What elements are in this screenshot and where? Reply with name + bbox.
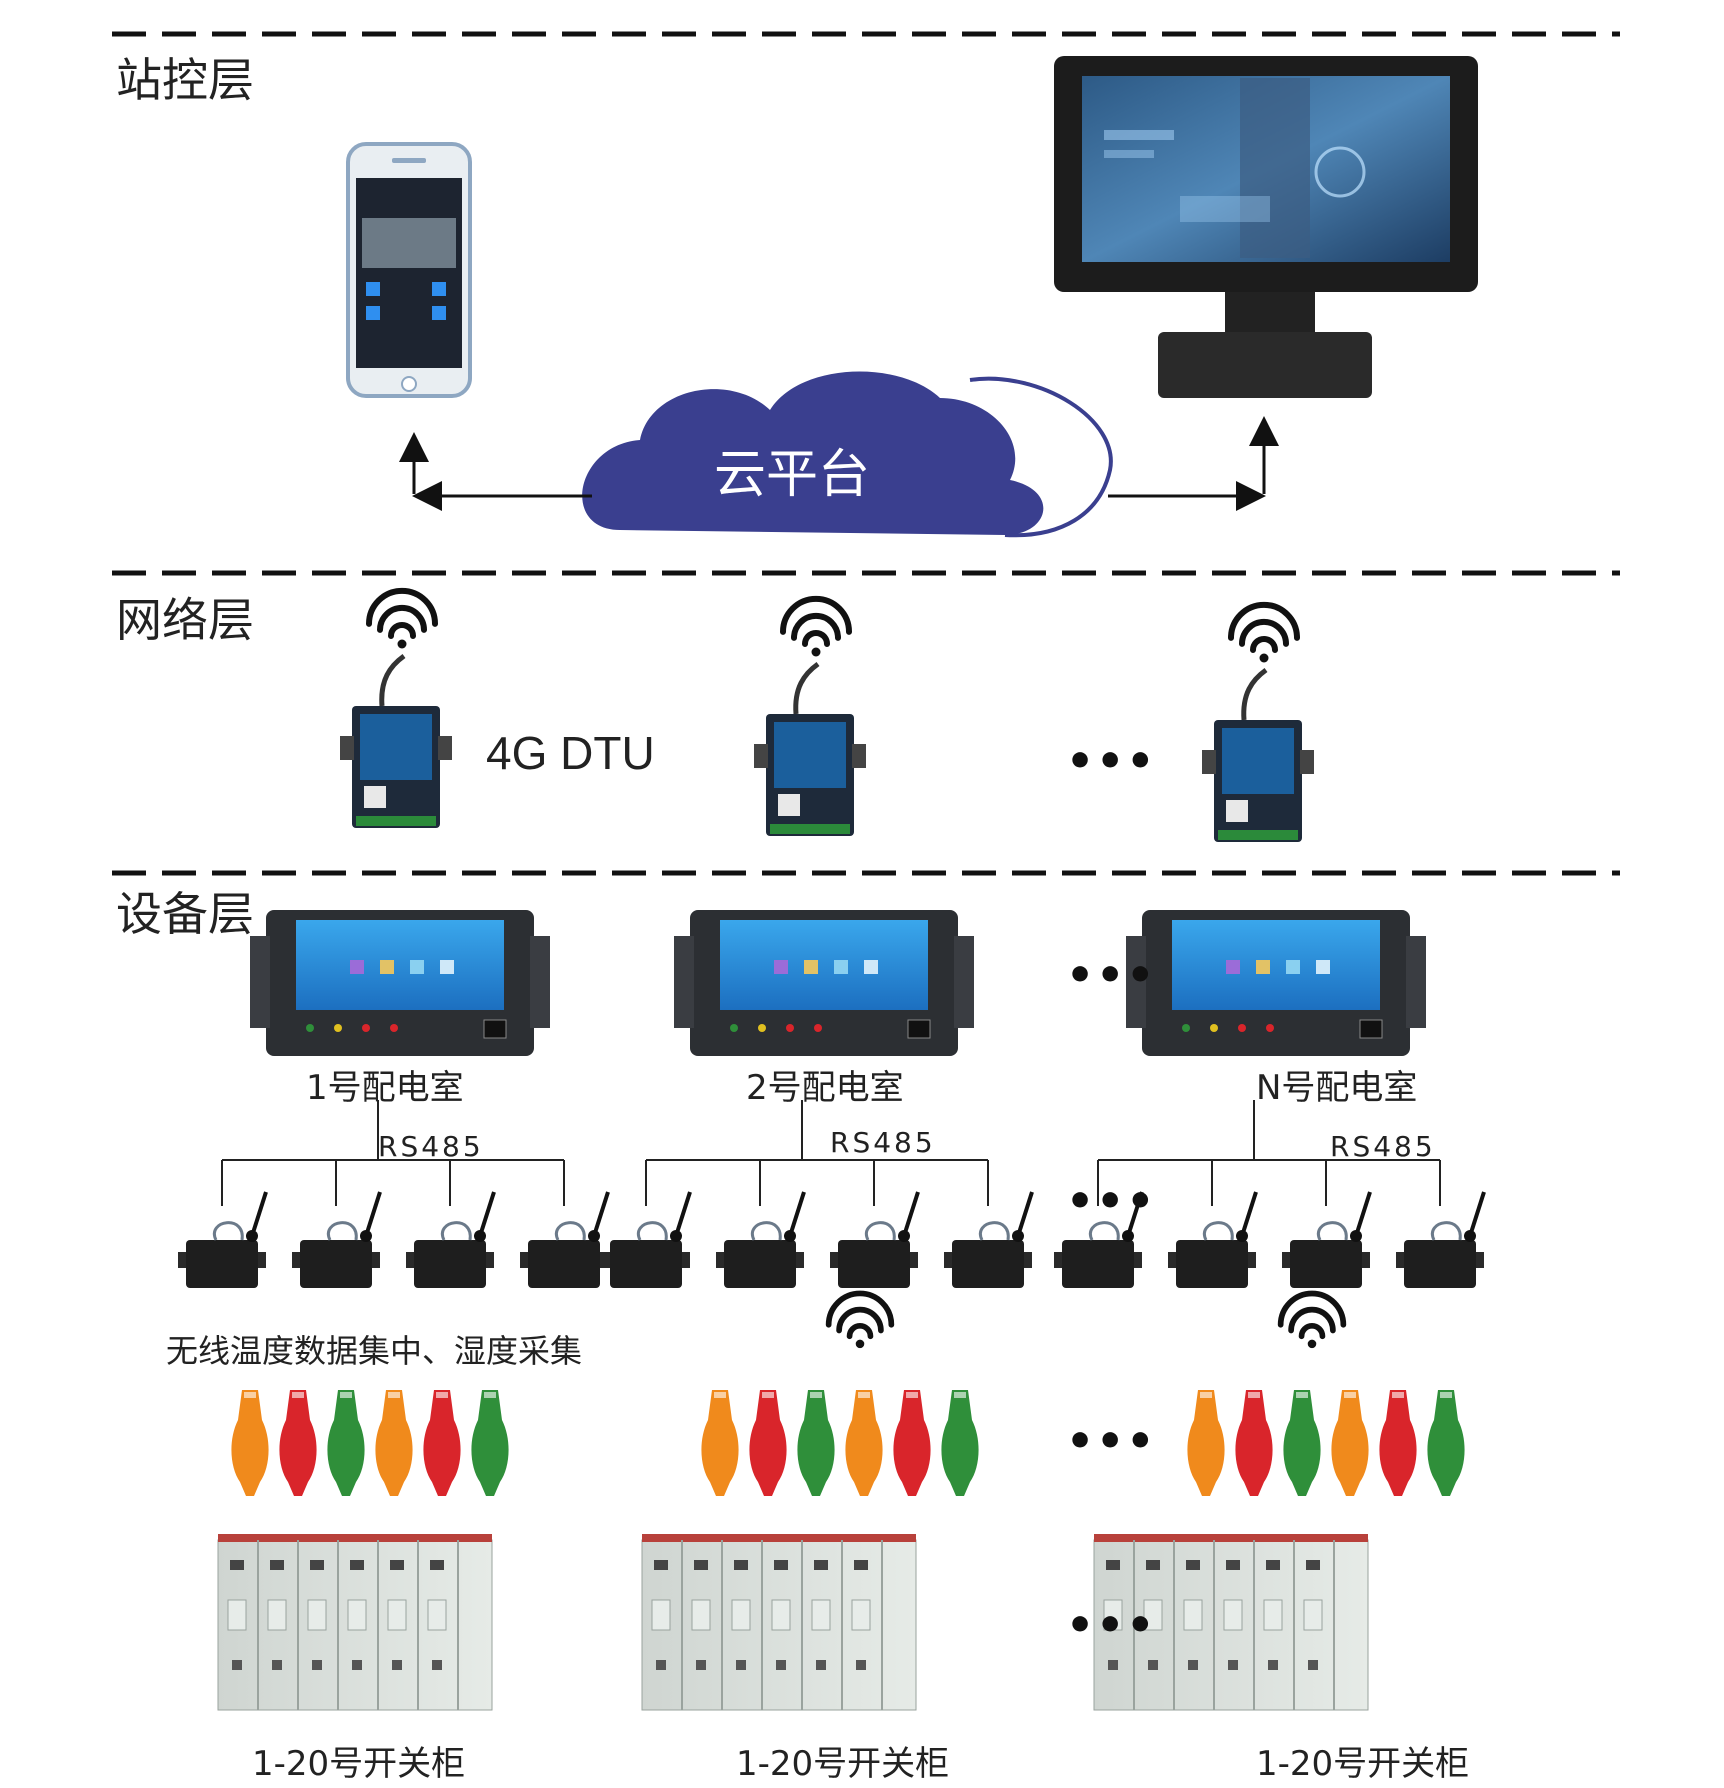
temperature-sensor-icon — [375, 1390, 413, 1496]
temperature-sensor-icon — [797, 1390, 835, 1496]
temperature-sensor-icon — [231, 1390, 269, 1496]
cabinet-label-n: 1-20号开关柜 — [1256, 1744, 1470, 1784]
monitoring-controller-icon — [250, 910, 550, 1056]
temperature-sensor-icon — [893, 1390, 931, 1496]
wireless-collector-icon — [1168, 1191, 1258, 1288]
wireless-collector-icon — [830, 1191, 920, 1288]
wireless-collector-icon — [602, 1191, 692, 1288]
temperature-sensor-icon — [279, 1390, 317, 1496]
wireless-collector-icon — [292, 1191, 382, 1288]
dtu-devices — [340, 587, 1314, 842]
room-label-n: N号配电室 — [1256, 1068, 1418, 1108]
cabinet-label-2: 1-20号开关柜 — [736, 1744, 950, 1784]
wireless-collector-icon — [1054, 1191, 1144, 1288]
wifi-icon — [780, 595, 852, 657]
monitoring-controller-icon — [674, 910, 974, 1056]
layer-title-station: 站控层 — [116, 53, 254, 107]
wireless-collector-icon — [716, 1191, 806, 1288]
cloud-label: 云平台 — [714, 445, 871, 505]
network-ellipsis: ••• — [1066, 736, 1157, 787]
bus-label-n: RS485 — [1330, 1130, 1436, 1163]
room-label-1: 1号配电室 — [306, 1068, 464, 1108]
temperature-sensor-icon — [327, 1390, 365, 1496]
wifi-icon — [1277, 1290, 1347, 1349]
temperature-sensor-icon — [1235, 1390, 1273, 1496]
dtu-device-icon — [1202, 601, 1314, 842]
cloud-shape — [582, 371, 1044, 535]
switchgear-cabinet-icon — [641, 1534, 917, 1711]
layer-title-network: 网络层 — [116, 593, 254, 647]
rs485-bus-lines — [221, 1100, 565, 1206]
sensor-ellipsis: ••• — [1066, 1416, 1157, 1467]
temperature-sensor-icon — [1331, 1390, 1369, 1496]
collector-ellipsis: ••• — [1066, 1176, 1157, 1227]
wireless-collector-icon — [520, 1191, 610, 1288]
dtu-label: 4G DTU — [486, 727, 655, 779]
wifi-icon — [825, 1290, 895, 1349]
switchgear-cabinet-icon — [1093, 1534, 1369, 1711]
room-label-2: 2号配电室 — [746, 1068, 904, 1108]
monitoring-controller-icon — [1126, 910, 1426, 1056]
temperature-sensor-icon — [471, 1390, 509, 1496]
bus-label-1: RS485 — [378, 1130, 484, 1163]
wireless-collector-icon — [178, 1191, 268, 1288]
bus-label-2: RS485 — [830, 1126, 936, 1159]
cabinet-label-1: 1-20号开关柜 — [252, 1744, 466, 1784]
smartphone-icon — [346, 142, 472, 398]
wireless-collector-icon — [406, 1191, 496, 1288]
rs485-bus-lines — [1097, 1100, 1441, 1206]
wireless-collector-icon — [1282, 1191, 1372, 1288]
rs485-bus-lines — [645, 1100, 989, 1206]
cabinet-ellipsis: ••• — [1066, 1600, 1157, 1651]
temperature-sensor-icon — [1283, 1390, 1321, 1496]
device-layer-graphics — [178, 910, 1486, 1711]
collector-caption: 无线温度数据集中、湿度采集 — [166, 1332, 583, 1370]
wifi-icon — [366, 587, 438, 649]
temperature-sensor-icon — [941, 1390, 979, 1496]
temperature-sensor-icon — [845, 1390, 883, 1496]
temperature-sensor-icon — [1427, 1390, 1465, 1496]
dtu-device-icon — [340, 587, 452, 828]
wireless-collector-icon — [1396, 1191, 1486, 1288]
layer-title-device: 设备层 — [116, 887, 254, 941]
switchgear-cabinet-icon — [217, 1534, 493, 1711]
temperature-sensor-icon — [701, 1390, 739, 1496]
dtu-device-icon — [754, 595, 866, 836]
temperature-sensor-icon — [1187, 1390, 1225, 1496]
controller-ellipsis: ••• — [1066, 950, 1157, 1001]
temperature-sensor-icon — [423, 1390, 461, 1496]
wifi-icon — [1228, 601, 1300, 663]
monitor-icon — [1054, 56, 1478, 398]
wireless-collector-icon — [944, 1191, 1034, 1288]
temperature-sensor-icon — [749, 1390, 787, 1496]
temperature-sensor-icon — [1379, 1390, 1417, 1496]
